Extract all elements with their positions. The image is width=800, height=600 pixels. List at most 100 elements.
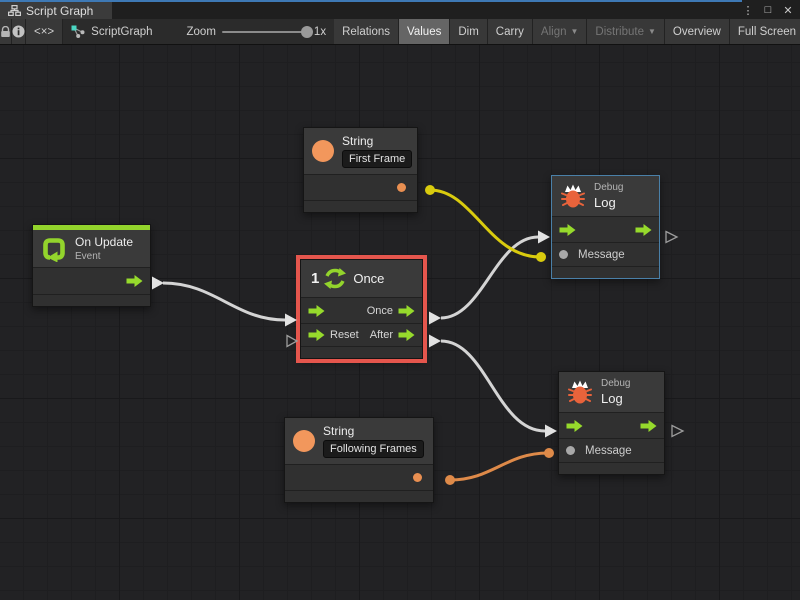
debug-top-message-row: Message bbox=[552, 243, 659, 267]
flow-input-port[interactable] bbox=[566, 419, 583, 432]
after-label: After bbox=[369, 329, 393, 341]
once-count: 1 bbox=[311, 270, 320, 287]
message-label: Message bbox=[578, 248, 625, 261]
script-graph-icon bbox=[71, 25, 85, 38]
arrowhead-debugbottom-in bbox=[545, 424, 557, 438]
node-debug-log-bottom[interactable]: Debug Log Message bbox=[558, 371, 665, 475]
port-triangle-debugtop-out[interactable] bbox=[665, 230, 679, 244]
string-value-input[interactable]: Following Frames bbox=[323, 440, 424, 458]
window-menu-icon[interactable]: ⋮ bbox=[742, 4, 754, 17]
wire-followingframes-to-message[interactable] bbox=[449, 451, 549, 482]
graph-name-label: ScriptGraph bbox=[91, 25, 153, 38]
zoom-slider-handle[interactable] bbox=[300, 25, 313, 38]
zoom-value: 1x bbox=[313, 25, 327, 38]
zoom-slider[interactable] bbox=[221, 25, 313, 38]
flow-input-port[interactable] bbox=[559, 223, 576, 236]
wire-dot-followingframes-out bbox=[445, 475, 455, 485]
message-input-port[interactable] bbox=[566, 446, 575, 455]
message-input-port[interactable] bbox=[559, 250, 568, 259]
string-type-icon bbox=[293, 430, 315, 452]
node-title: Once bbox=[353, 271, 385, 286]
tab-script-graph[interactable]: Script Graph bbox=[0, 2, 112, 19]
once-header: 1 Once bbox=[301, 260, 422, 298]
wire-after-to-debugbottom[interactable] bbox=[440, 339, 546, 433]
arrowhead-once-out bbox=[429, 311, 441, 325]
info-button[interactable] bbox=[12, 19, 26, 44]
port-triangle-debugbottom-out[interactable] bbox=[671, 424, 685, 438]
wire-firstframe-to-message[interactable] bbox=[429, 188, 541, 259]
flow-output-after-port[interactable] bbox=[398, 329, 415, 341]
maximize-icon[interactable]: □ bbox=[764, 4, 772, 16]
arrowhead-debugtop-in bbox=[538, 230, 550, 244]
overview-button[interactable]: Overview bbox=[664, 19, 730, 44]
flow-input-port[interactable] bbox=[308, 304, 325, 317]
node-string-first-frame[interactable]: String First Frame bbox=[303, 127, 418, 213]
flow-output-once-port[interactable] bbox=[398, 304, 415, 317]
string-first-port-row bbox=[304, 175, 417, 201]
align-caret-icon: ▼ bbox=[570, 27, 579, 36]
tab-title: Script Graph bbox=[26, 3, 94, 18]
node-title: Debug bbox=[594, 182, 624, 193]
once-row-reset: Reset After bbox=[301, 324, 422, 347]
string-following-header: String Following Frames bbox=[285, 418, 433, 465]
arrowhead-onupdate-out bbox=[152, 276, 164, 290]
flow-input-reset-port[interactable] bbox=[308, 329, 325, 341]
node-subtitle: Log bbox=[601, 391, 623, 406]
once-out-label: Once bbox=[366, 304, 393, 317]
flow-output-port[interactable] bbox=[126, 275, 143, 287]
port-triangle-reset-unconnected[interactable] bbox=[286, 334, 299, 348]
on-update-loop-icon bbox=[43, 237, 65, 262]
arrowhead-once-in bbox=[285, 313, 297, 327]
node-string-following-frames[interactable]: String Following Frames bbox=[284, 417, 434, 503]
code-icon: <×> bbox=[34, 25, 55, 38]
node-title: String bbox=[323, 424, 355, 438]
tab-bar: Script Graph ⋮ □ ✕ bbox=[0, 0, 800, 19]
debug-bottom-header: Debug Log bbox=[559, 372, 664, 413]
node-debug-log-top[interactable]: Debug Log Message bbox=[551, 175, 660, 279]
distribute-caret-icon: ▼ bbox=[648, 27, 656, 36]
string-output-port[interactable] bbox=[413, 473, 422, 482]
node-title: String bbox=[342, 134, 374, 148]
wire-once-to-debugtop[interactable] bbox=[440, 235, 539, 320]
wire-dot-debugbottom-message bbox=[544, 448, 554, 458]
debug-bug-icon bbox=[568, 380, 592, 404]
flow-output-port[interactable] bbox=[635, 223, 652, 236]
zoom-control: Zoom 1x bbox=[178, 19, 335, 44]
reset-label: Reset bbox=[330, 329, 359, 341]
dim-button[interactable]: Dim bbox=[450, 19, 488, 44]
code-view-button[interactable]: <×> bbox=[26, 19, 64, 44]
values-button[interactable]: Values bbox=[399, 19, 451, 44]
wire-dot-firstframe-out bbox=[425, 185, 435, 195]
fullscreen-button[interactable]: Full Screen bbox=[729, 19, 800, 44]
debug-bug-icon bbox=[561, 184, 585, 208]
graph-toolbar: <×> ScriptGraph Zoom 1x Relations Values… bbox=[0, 19, 800, 45]
node-title: On Update bbox=[75, 235, 134, 249]
focus-accent-line bbox=[0, 0, 742, 2]
debug-bottom-flow-row bbox=[559, 413, 664, 439]
debug-top-header: Debug Log bbox=[552, 176, 659, 217]
close-icon[interactable]: ✕ bbox=[783, 4, 793, 17]
string-output-port[interactable] bbox=[397, 183, 406, 192]
string-value-input[interactable]: First Frame bbox=[342, 150, 413, 168]
node-on-update[interactable]: On Update Event bbox=[32, 224, 151, 307]
relations-button[interactable]: Relations bbox=[334, 19, 400, 44]
node-subtitle: Event bbox=[75, 251, 101, 262]
debug-bottom-message-row: Message bbox=[559, 439, 664, 463]
string-first-header: String First Frame bbox=[304, 128, 417, 175]
distribute-button[interactable]: Distribute ▼ bbox=[587, 19, 665, 44]
lock-button[interactable] bbox=[0, 19, 12, 44]
node-once[interactable]: 1 Once Once Reset After bbox=[296, 255, 427, 363]
carry-button[interactable]: Carry bbox=[487, 19, 533, 44]
message-label: Message bbox=[585, 444, 632, 457]
graph-breadcrumb[interactable]: ScriptGraph bbox=[63, 19, 161, 44]
on-update-header: On Update Event bbox=[33, 230, 150, 268]
align-button[interactable]: Align ▼ bbox=[532, 19, 588, 44]
flow-output-port[interactable] bbox=[640, 419, 657, 432]
debug-top-flow-row bbox=[552, 217, 659, 243]
info-icon bbox=[12, 25, 25, 38]
zoom-label: Zoom bbox=[186, 25, 216, 38]
once-cycle-icon bbox=[324, 268, 347, 289]
wire-onupdate-to-once[interactable] bbox=[162, 281, 286, 322]
lock-icon bbox=[1, 25, 10, 37]
